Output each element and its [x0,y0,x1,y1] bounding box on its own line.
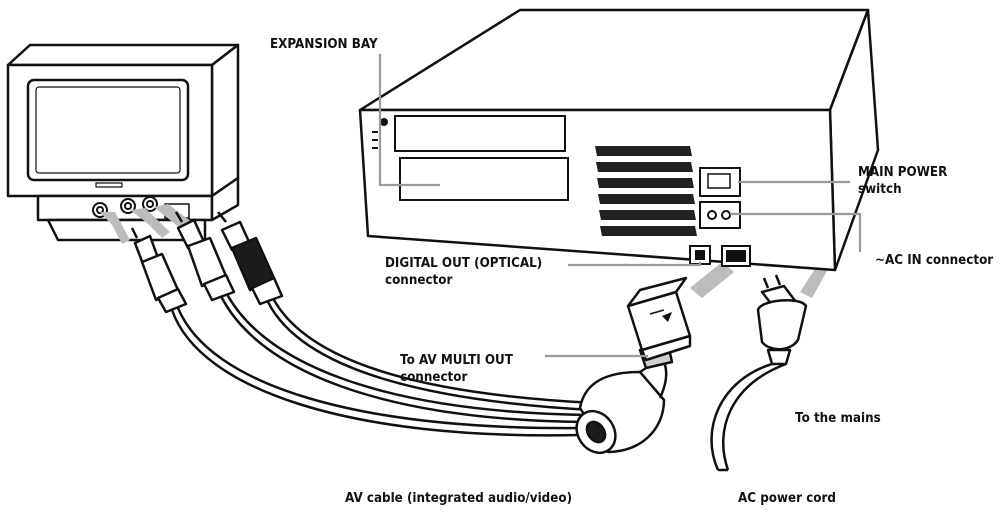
label-ac-power-cord: AC power cord [738,490,836,507]
label-text: AV cable (integrated audio/video) [345,491,573,506]
rca-plug-right [217,211,284,306]
console-vents [595,146,697,236]
leader-expansion-bay [378,54,440,187]
rca-plug-middle [174,211,236,302]
console-front-features [372,115,569,201]
label-text: switch [858,182,902,197]
label-text: connector [385,273,453,288]
console-rear-panel [689,167,751,267]
tv-rca-jacks [92,196,158,218]
label-to-the-mains: To the mains [795,410,881,427]
label-text: connector [400,370,468,385]
av-multi-out-plug [575,276,692,455]
disc-tray-slot [394,115,566,152]
label-expansion-bay: EXPANSION BAY [270,36,378,53]
label-text: To the mains [795,411,881,426]
label-text: MAIN POWER [858,165,948,180]
leader-ac-in [730,212,862,252]
rca-plug-left [130,227,188,314]
av-multi-out-arrow [690,262,734,298]
label-digital-out-connector: DIGITAL OUT (OPTICAL) connector [385,255,542,289]
label-text: To AV MULTI OUT [400,353,513,368]
ac-power-cord [710,274,808,472]
expansion-bay-cover [399,157,569,201]
av-cable-wires [170,294,597,437]
label-text: ~AC IN connector [875,253,994,268]
label-text: EXPANSION BAY [270,37,378,52]
label-ac-in-connector: ~AC IN connector [875,252,993,269]
label-text: AC power cord [738,491,836,506]
label-text: DIGITAL OUT (OPTICAL) [385,256,543,271]
leader-digital-out [568,262,702,267]
label-main-power-switch: MAIN POWER switch [858,164,947,198]
label-av-multi-out-connector: To AV MULTI OUT connector [400,352,513,386]
leader-lines [378,54,862,358]
label-av-cable: AV cable (integrated audio/video) [345,490,572,507]
